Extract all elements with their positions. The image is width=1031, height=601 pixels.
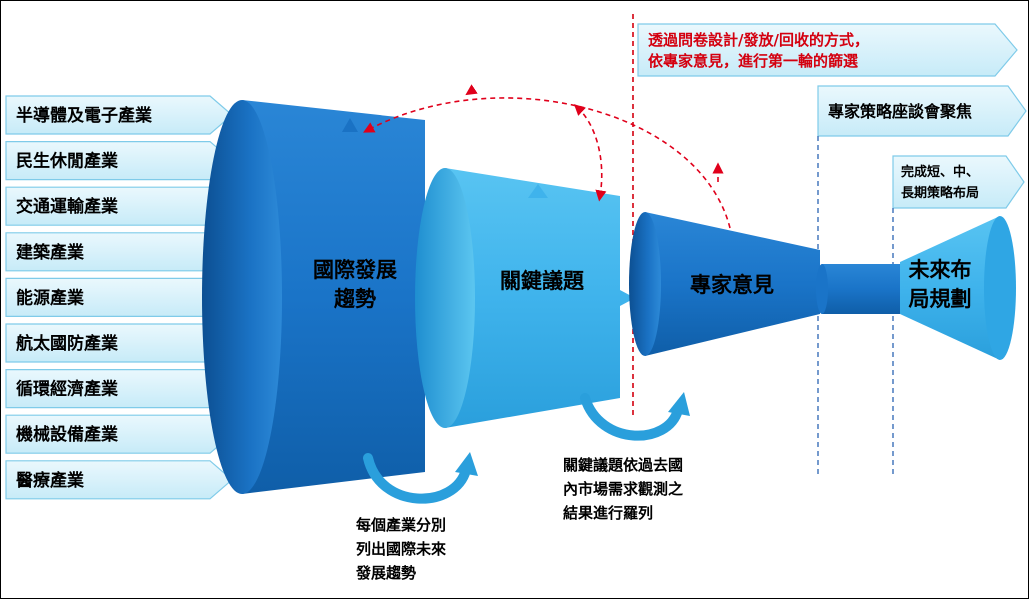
future-label-2: 局規劃 (909, 287, 972, 311)
survey-arrow: 透過問卷設計/發放/回收的方式， 依專家意見，進行第一輪的篩選 (637, 23, 1018, 77)
note-trend: 每個產業分別 列出國際未來 發展趨勢 (355, 516, 446, 582)
plan-arrow: 完成短、中、 長期策略布局 (892, 155, 1025, 209)
note-issues: 關鍵議題依過去國 內市場需求觀測之 結果進行羅列 (563, 456, 683, 522)
industry-label: 航太國防產業 (16, 333, 118, 354)
trend-label-1: 國際發展 (313, 258, 397, 282)
industry-item: 建築產業 (5, 232, 233, 272)
trend-label-2: 趨勢 (333, 287, 376, 311)
industry-label: 機械設備產業 (16, 424, 118, 445)
funnel-trend: 國際發展 趨勢 (202, 100, 441, 494)
note-trend-line-3: 發展趨勢 (355, 564, 416, 582)
funnel-expert: 專家意見 (629, 212, 820, 356)
industry-label: 交通運輸產業 (16, 196, 118, 217)
expert-label: 專家意見 (690, 273, 774, 297)
funnel-issues: 關鍵議題 (415, 168, 635, 428)
feedback-arcs (363, 84, 731, 229)
industry-item: 半導體及電子產業 (5, 95, 233, 135)
survey-line-2: 依專家意見，進行第一輪的篩選 (648, 52, 858, 70)
curve-arrow-trend (363, 452, 478, 504)
future-label-1: 未來布 (909, 258, 972, 282)
survey-line-1: 透過問卷設計/發放/回收的方式， (648, 31, 869, 49)
industry-arrow-shape (5, 460, 233, 500)
feedback-arc-head (465, 84, 478, 96)
note-trend-line-2: 列出國際未來 (356, 540, 446, 558)
issues-label: 關鍵議題 (500, 269, 585, 293)
funnel-future: 未來布 局規劃 (900, 216, 1016, 360)
industry-item: 能源產業 (5, 277, 233, 317)
note-issues-line-3: 結果進行羅列 (563, 504, 653, 522)
curve-arrow-issues (580, 392, 690, 441)
forum-arrow: 專家策略座談會聚焦 (817, 85, 1027, 137)
industry-item: 機械設備產業 (5, 414, 233, 454)
industry-item: 醫療產業 (5, 460, 233, 500)
industry-item: 航太國防產業 (5, 323, 233, 363)
industry-item: 循環經濟產業 (5, 369, 233, 409)
note-issues-line-2: 內市場需求觀測之 (563, 480, 683, 498)
industry-arrow-shape (5, 95, 233, 135)
industry-item: 民生休閒產業 (5, 141, 233, 181)
industry-list: 半導體及電子產業民生休閒產業交通運輸產業建築產業能源產業航太國防產業循環經濟產業… (5, 95, 233, 500)
industry-label: 民生休閒產業 (16, 151, 118, 172)
industry-label: 半導體及電子產業 (16, 105, 152, 126)
note-issues-line-1: 關鍵議題依過去國 (563, 456, 683, 474)
connector-tube (816, 264, 902, 314)
note-trend-line-1: 每個產業分別 (356, 516, 446, 534)
industry-label: 建築產業 (16, 242, 84, 263)
industry-label: 能源產業 (16, 287, 84, 308)
feedback-arc-outer (363, 97, 731, 229)
plan-line-1: 完成短、中、 (901, 164, 979, 180)
industry-item: 交通運輸產業 (5, 186, 233, 226)
forum-label: 專家策略座談會聚焦 (828, 102, 972, 121)
feedback-arc-inner (573, 104, 607, 202)
industry-label: 循環經濟產業 (16, 379, 118, 400)
plan-line-2: 長期策略布局 (901, 185, 979, 201)
industry-label: 醫療產業 (16, 470, 84, 491)
